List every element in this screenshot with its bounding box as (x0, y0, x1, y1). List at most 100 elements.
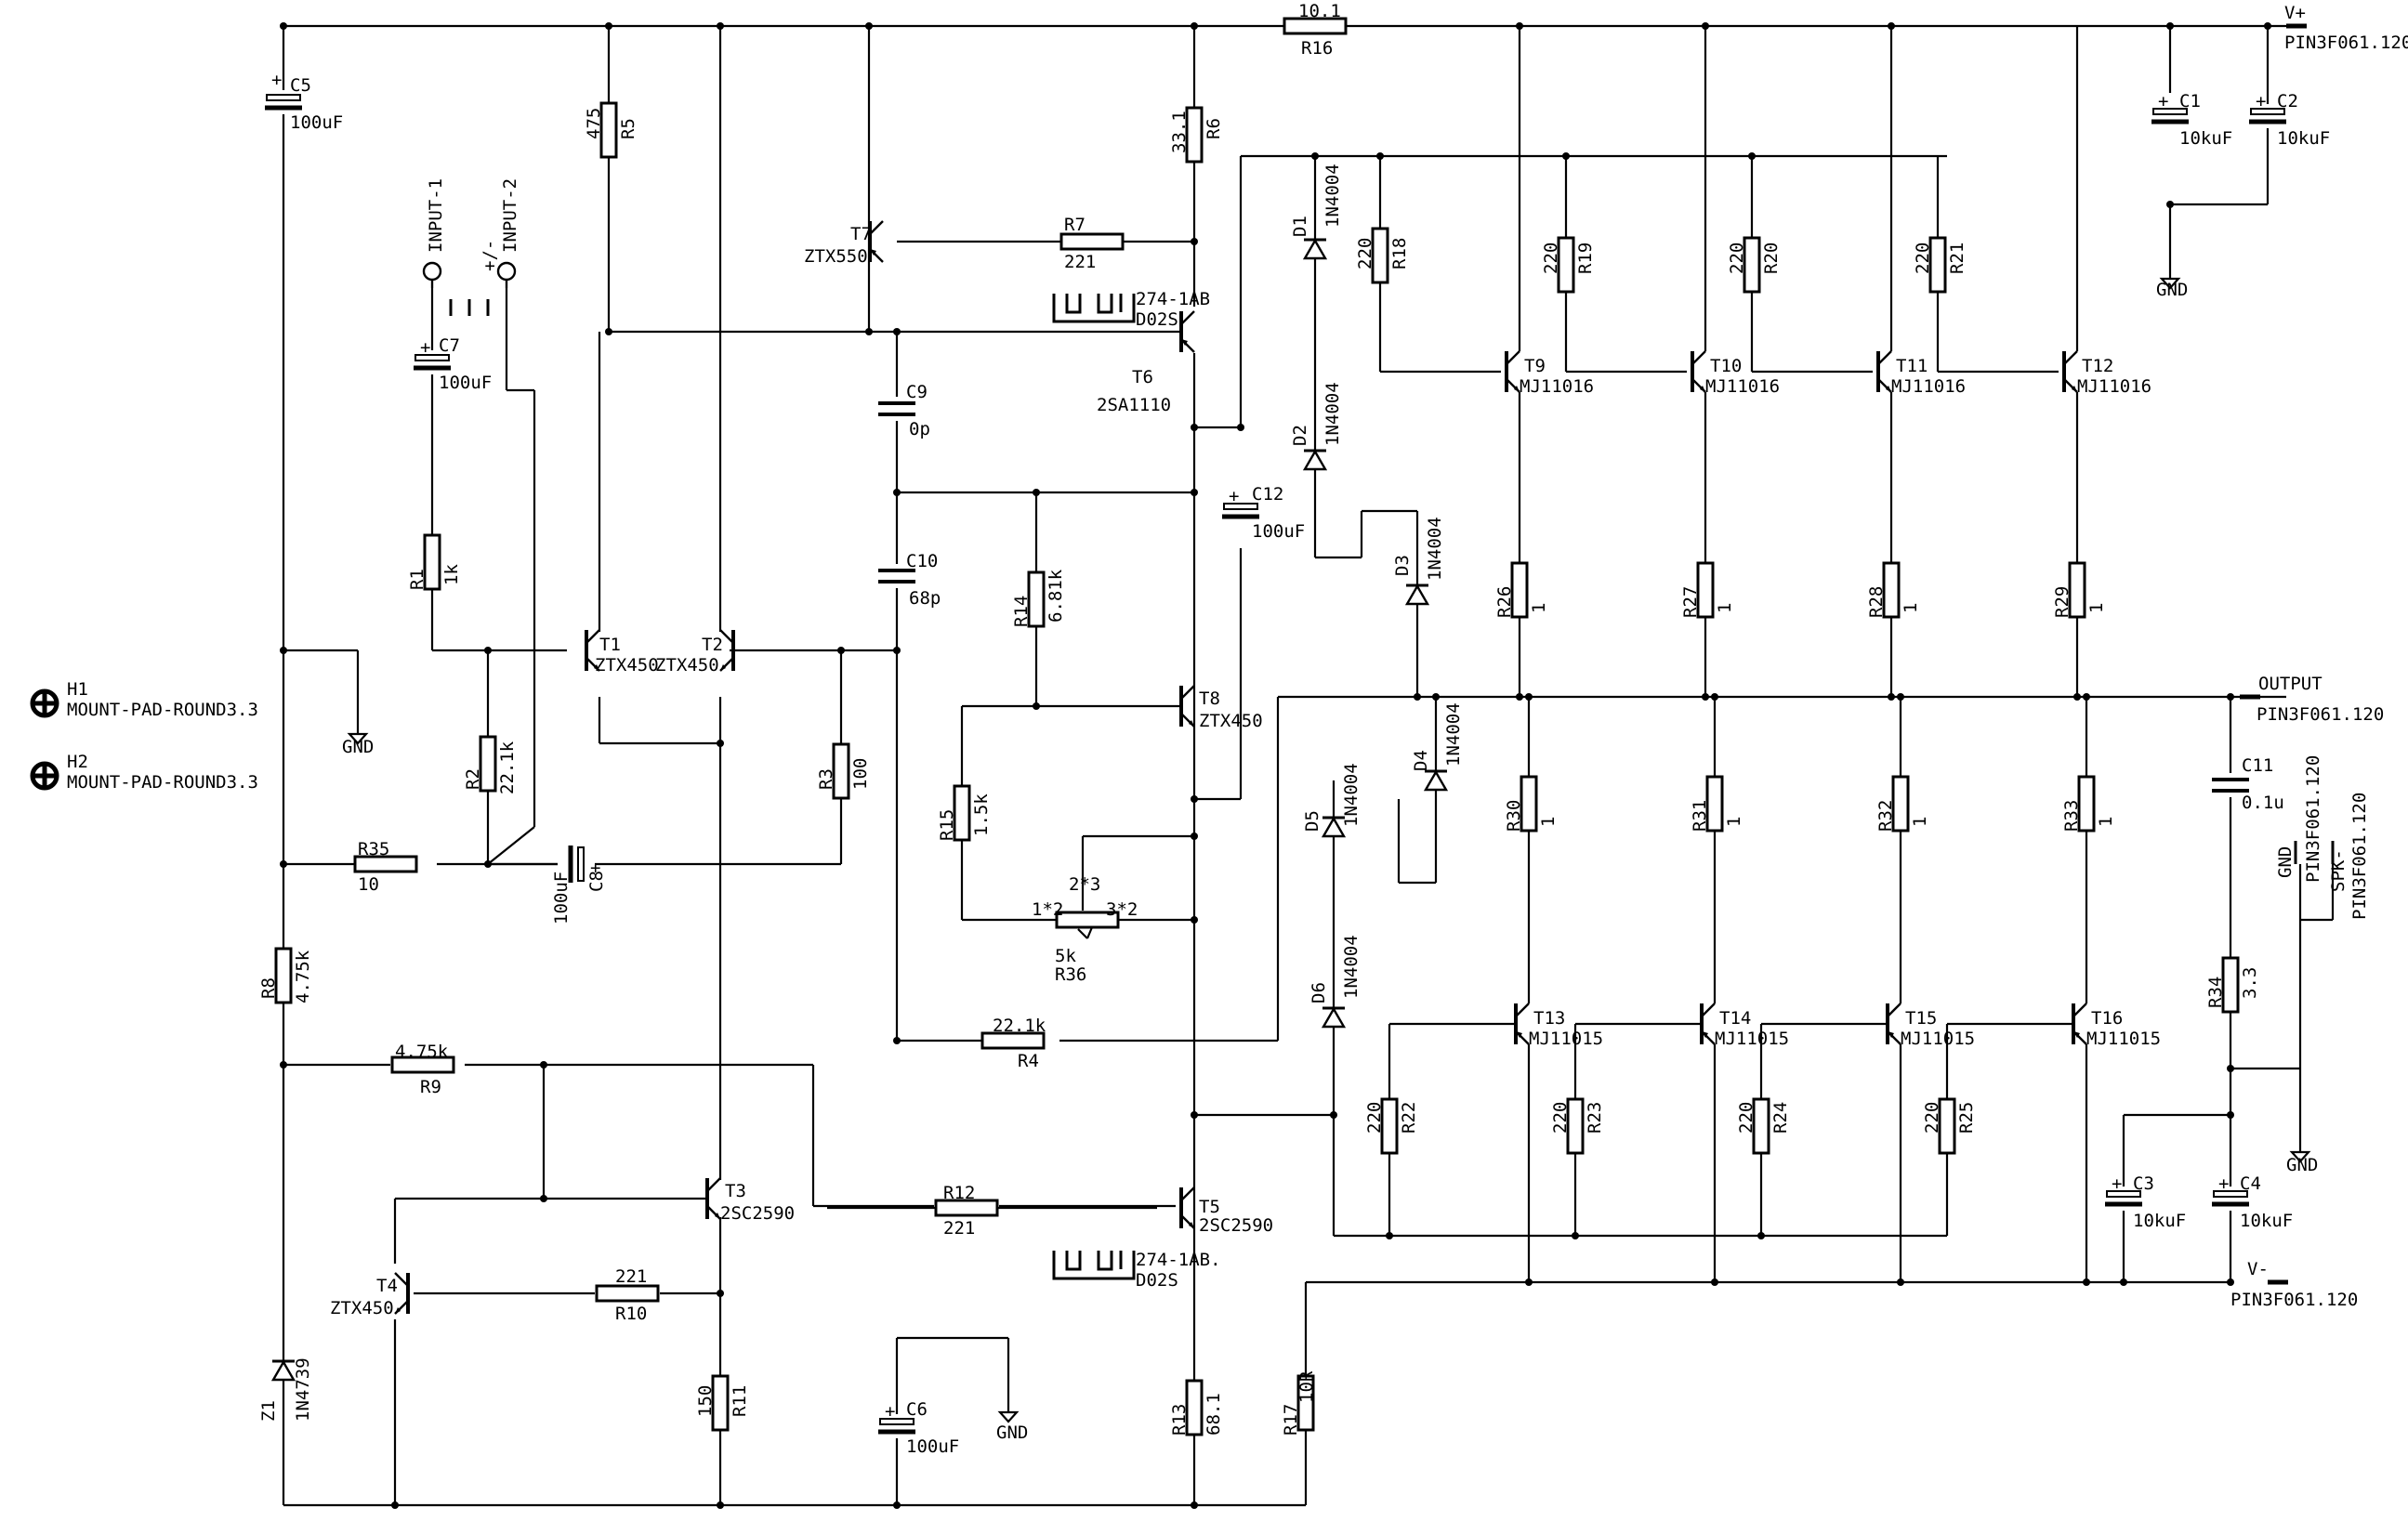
r15-ref: R15 (937, 809, 957, 841)
junction-dots (280, 22, 2271, 1509)
r31-ref: R31 (1690, 800, 1710, 832)
diode-d4: D4 1N4004 (1411, 702, 1464, 792)
capacitor-c8: 100uF C8 + (551, 844, 607, 924)
r30-value: 1 (1538, 817, 1559, 827)
capacitor-c1: + C1 10kuF (2150, 91, 2232, 149)
c8-plus: + (590, 858, 600, 878)
d6-value: 1N4004 (1341, 935, 1362, 999)
d5-value: 1N4004 (1341, 763, 1362, 827)
r11-value: 150 (695, 1385, 716, 1417)
t7-value: ZTX550 (804, 246, 868, 267)
c11-value: 0.1u (2242, 793, 2284, 813)
capacitor-c3: + C3 10kuF (2103, 1173, 2186, 1231)
transistor-t4: T4 ZTX450 (330, 1271, 410, 1318)
c12-ref: C12 (1252, 484, 1283, 505)
c2-ref: C2 (2277, 91, 2298, 111)
spk-gnd-pin: PIN3F061.120 (2303, 755, 2323, 883)
hs2-pkg: D02S (1136, 1270, 1178, 1291)
r26-ref: R26 (1494, 586, 1515, 618)
c11-ref: C11 (2242, 755, 2273, 776)
input-pm-label: +/- (480, 240, 500, 271)
r36-pin-a: 1*2 (1032, 899, 1063, 920)
capacitor-c11: C11 0.1u (2208, 755, 2284, 813)
t9-ref: T9 (1524, 356, 1546, 376)
c5-value: 100uF (290, 112, 343, 133)
capacitor-c10: C10 68p (875, 551, 941, 609)
t2-ref: T2 (702, 635, 723, 655)
resistor-r9: 4.75k R9 (390, 1042, 455, 1097)
input2-label: INPUT-2 (500, 178, 520, 253)
resistor-r20: 220 R20 (1727, 236, 1782, 294)
c9-ref: C9 (906, 382, 928, 402)
transistor-t3: T3 2SC2590 (705, 1176, 795, 1224)
transistor-t2: T2 ZTX450 (655, 628, 735, 675)
t7-ref: T7 (850, 224, 872, 244)
resistor-r4: 22.1k R4 (980, 1016, 1046, 1071)
r10-ref: R10 (615, 1304, 647, 1324)
t10-value: MJ11016 (1705, 376, 1780, 397)
spk-minus-pin: PIN3F061.120 (2349, 793, 2370, 920)
r9-ref: R9 (420, 1077, 441, 1097)
vminus-connector: V- PIN3F061.120 (2230, 1259, 2358, 1310)
c8-ref: C8 (586, 871, 607, 892)
r34-ref: R34 (2205, 977, 2226, 1008)
d6-ref: D6 (1309, 982, 1329, 1003)
t15-ref: T15 (1905, 1008, 1937, 1029)
vminus-label: V- (2247, 1259, 2269, 1279)
r9-value: 4.75k (395, 1042, 449, 1062)
h1-value: MOUNT-PAD-ROUND3.3 (67, 700, 258, 720)
r19-value: 220 (1541, 243, 1561, 274)
gnd-input: GND (342, 723, 374, 757)
transistor-t11: T11 MJ11016 (1876, 349, 1966, 397)
c3-value: 10kuF (2133, 1211, 2186, 1231)
r3-value: 100 (850, 758, 871, 790)
r20-value: 220 (1727, 243, 1747, 274)
c3-ref: C3 (2133, 1173, 2154, 1194)
c1-value: 10kuF (2179, 128, 2232, 149)
diode-d3: D3 1N4004 (1392, 517, 1445, 606)
gnd-c6: GND (996, 1401, 1028, 1443)
potentiometer-r36: 1*2 2*3 3*2 5k R36 (1032, 874, 1138, 985)
diode-d6: D6 1N4004 (1309, 935, 1362, 1029)
d5-ref: D5 (1302, 810, 1322, 832)
r6-value: 33.1 (1169, 111, 1190, 153)
diode-d1: D1 1N4004 (1290, 164, 1343, 260)
gnd-input-label: GND (342, 737, 374, 757)
resistor-r21: 220 R21 (1913, 236, 1967, 294)
r27-value: 1 (1715, 603, 1735, 613)
r24-ref: R24 (1770, 1102, 1791, 1134)
resistor-r5: 475 R5 (584, 101, 638, 159)
resistor-r14: R14 6.81k (1011, 569, 1066, 628)
r13-ref: R13 (1169, 1404, 1190, 1436)
r21-value: 220 (1913, 243, 1933, 274)
t11-ref: T11 (1896, 356, 1928, 376)
t8-ref: T8 (1199, 688, 1220, 709)
input-connector: INPUT-1 INPUT-2 +/- (422, 178, 520, 316)
r8-ref: R8 (258, 977, 279, 999)
d2-ref: D2 (1290, 425, 1310, 446)
r35-ref: R35 (358, 839, 389, 859)
transistor-t8: T8 ZTX450 (1179, 684, 1263, 731)
spk-gnd-label: GND (2275, 846, 2296, 878)
d4-ref: D4 (1411, 750, 1431, 771)
resistor-r16: 10.1 R16 (1283, 1, 1348, 59)
c12-value: 100uF (1252, 521, 1305, 542)
transistor-t7: T7 ZTX550 (804, 219, 885, 267)
vplus-label: V+ (2284, 3, 2306, 23)
transistor-t16: T16 MJ11015 (2072, 1002, 2161, 1049)
resistor-r12: R12 221 (934, 1183, 999, 1239)
r22-value: 220 (1364, 1102, 1385, 1134)
r32-value: 1 (1910, 817, 1930, 827)
resistor-r24: 220 R24 (1736, 1097, 1791, 1155)
transistor-t15: T15 MJ11015 (1886, 1002, 1975, 1049)
r7-ref: R7 (1064, 215, 1086, 235)
r12-value: 221 (943, 1218, 975, 1239)
r4-value: 22.1k (993, 1016, 1046, 1036)
h2-ref: H2 (67, 752, 88, 772)
r5-value: 475 (584, 108, 604, 139)
resistor-r7: R7 221 (1059, 215, 1125, 272)
resistor-r2: R2 22.1k (463, 735, 518, 794)
r17-ref: R17 (1281, 1404, 1301, 1436)
mount-hole-h2: H2 MOUNT-PAD-ROUND3.3 (33, 752, 258, 793)
